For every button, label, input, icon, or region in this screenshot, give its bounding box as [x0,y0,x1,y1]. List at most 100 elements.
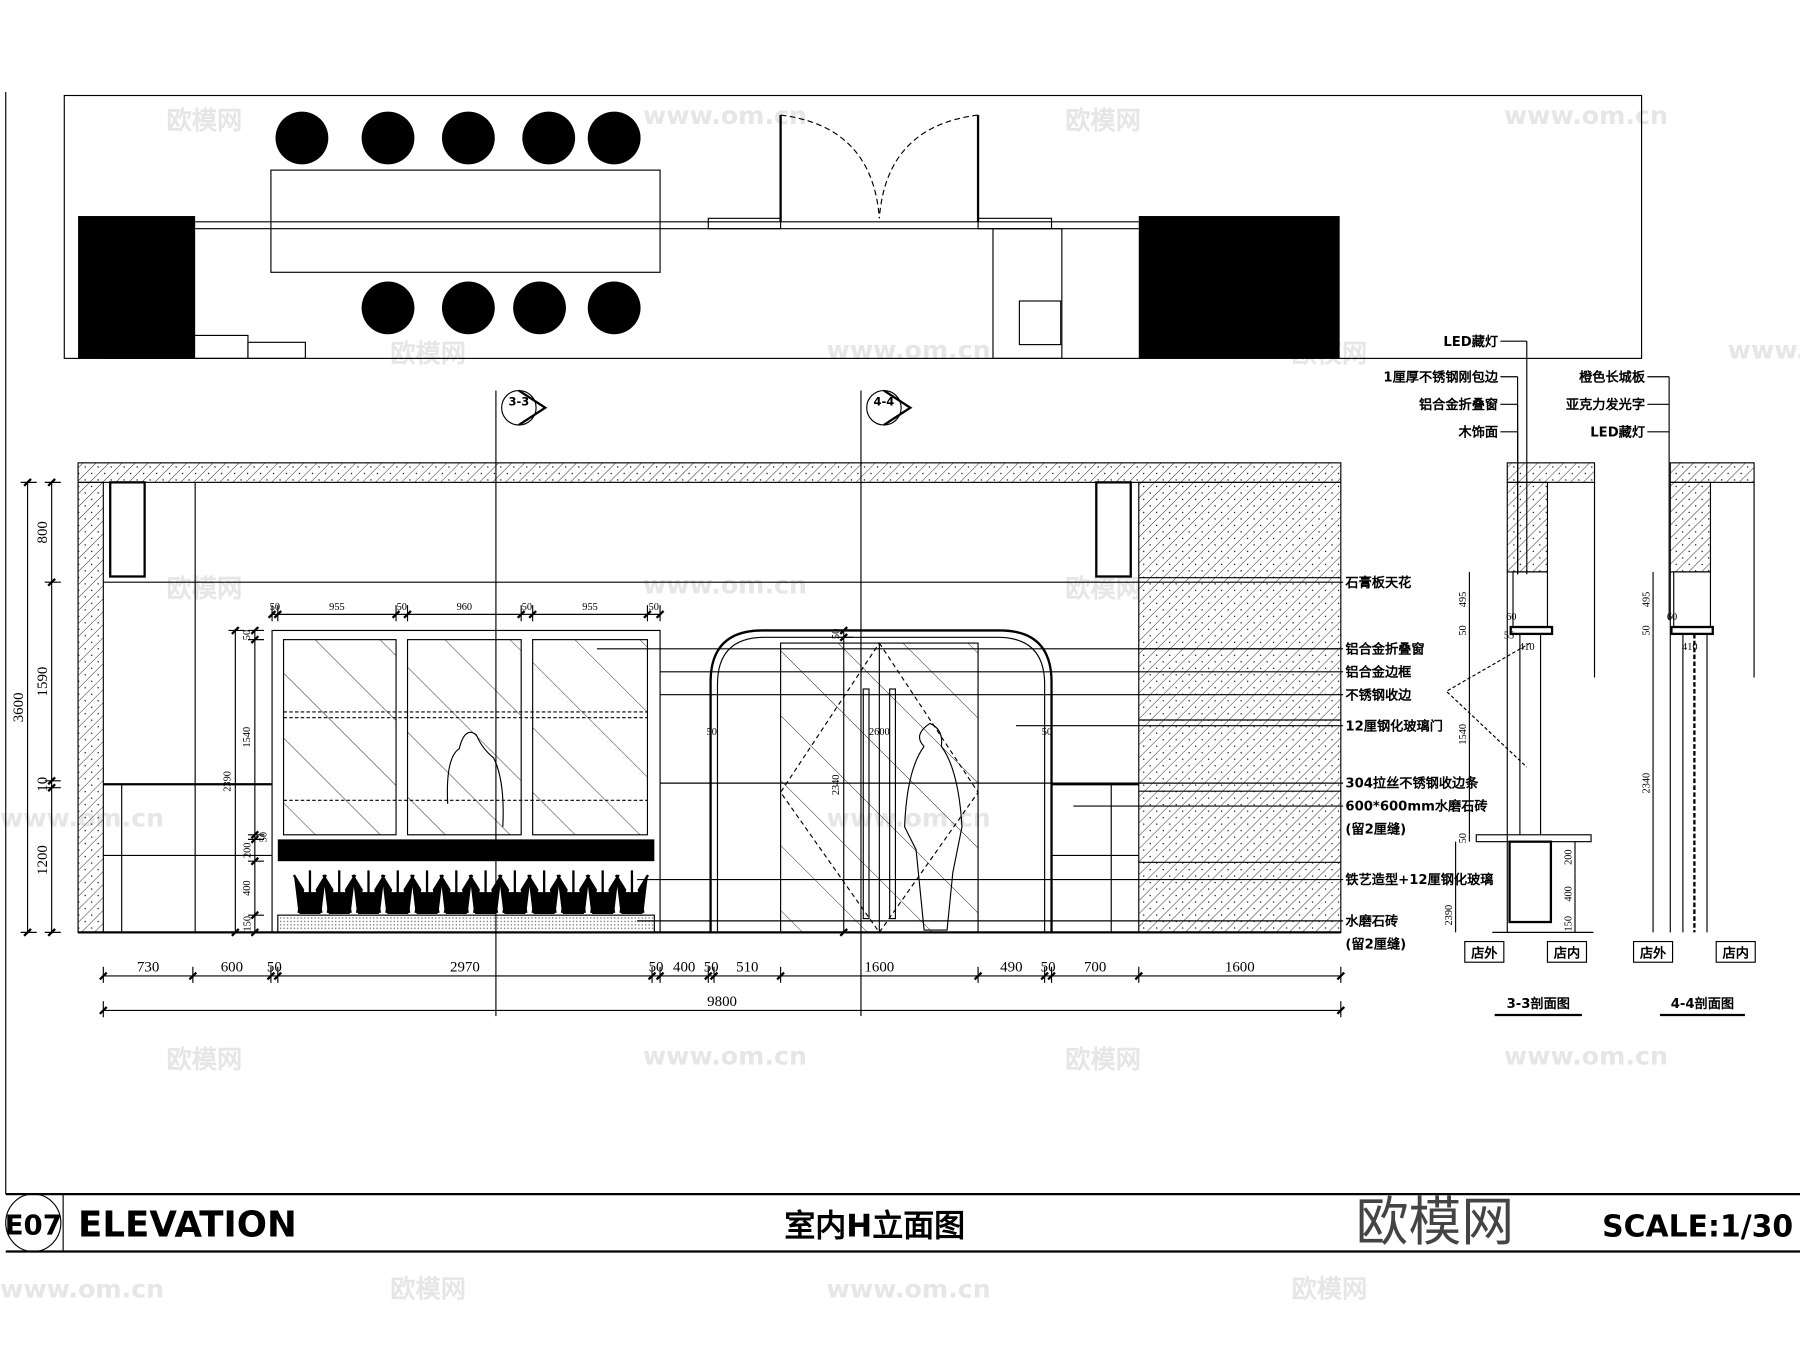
dimension-tick [250,928,260,937]
dimension-label: 2340 [831,775,842,796]
dimension-tick [839,626,849,635]
material-label: 600*600mm水磨石砖 [1345,798,1487,815]
dimension-tick [47,776,56,786]
watermark: www.om.cn [1504,101,1668,130]
section-4-4: 4-4剖面图 店外 店内 [1632,462,1756,1017]
outside-tag: 店外 [1640,945,1667,962]
dimension-tick [704,971,713,981]
watermark: www.om.cn [827,1274,991,1303]
dimension-tick [273,971,283,981]
dimension-label: 50 [242,630,253,640]
watermark: 欧模网 [390,1274,466,1303]
callout-label: 亚克力发光字 [1566,396,1645,413]
section-marker-label: 3-3 [509,394,530,408]
dimension-label: 50 [270,602,280,613]
dimension-label: 50 [522,602,532,613]
callout-label: LED藏灯 [1443,333,1498,350]
dimension-tick [231,626,240,635]
dimension-tick [273,610,283,619]
dimension-tick [528,610,537,619]
dimension-label: 1540 [1458,724,1469,745]
watermark: www.om.cn [827,335,991,364]
dimension-label: 400 [1564,886,1575,901]
material-label: 铁艺造型+12厘钢化玻璃 [1345,871,1493,888]
dimension-label: 50 [1458,625,1469,635]
dimension-label: 1590 [35,667,51,697]
dimension-tick [973,971,983,981]
watermark: 欧模网 [1291,1274,1367,1303]
dimension-tick [1040,971,1049,981]
dimension-tick [250,635,260,644]
dimension-label: 495 [1642,592,1653,607]
watermark: 欧模网 [1065,1045,1141,1074]
dimension-label: 960 [457,602,473,613]
dimension-label: 955 [582,602,598,613]
material-label: 304拉丝不锈钢收边条 [1345,775,1479,792]
plant [556,870,591,914]
plant [351,870,386,914]
drawing-title: 室内H立面图 [784,1209,965,1245]
plant [380,870,415,914]
dimension-label: 9800 [707,994,737,1010]
watermark: 欧模网 [166,1045,242,1074]
plant [527,870,562,914]
dimension-tick [231,928,240,937]
dimension-tick [1336,971,1346,981]
dimension-tick [99,971,108,981]
dimension-label: 50 [1642,625,1653,635]
dimension-label: 50 [397,602,407,613]
person-silhouette [904,722,963,931]
dimension-tick [250,830,260,840]
dimension-label: 60 [1667,612,1677,623]
dimension-tick [1336,1006,1346,1015]
dimension-label: 510 [736,959,758,975]
elevation-view [77,462,1342,934]
chairs [275,111,641,335]
dimension-tick [391,610,401,619]
inside-tag: 店内 [1554,945,1580,962]
section-callouts: LED藏灯1厘厚不锈钢刚包边铝合金折叠窗木饰面橙色长城板亚克力发光字LED藏灯4… [1383,333,1698,933]
dimension-tick [47,577,56,587]
dimension-label: 50 [1042,727,1052,738]
title-block: E07 ELEVATION 室内H立面图 欧模网 SCALE:1/30 [5,1192,1800,1253]
dimension-label: 800 [35,521,51,543]
dimension-label: 1600 [864,959,894,975]
dimension-label: 50 [707,727,717,738]
material-label: 石膏板天花 [1344,574,1411,591]
watermark: www.om.cn [1728,335,1800,364]
dimension-tick [655,971,665,981]
dimension-label: 10 [35,777,51,792]
watermark: www.om.cn [1504,1041,1668,1070]
dimension-label: 50 [267,959,282,975]
material-label: 水磨石砖 [1345,912,1398,929]
dimension-tick [47,783,56,792]
dimension-tick [250,910,260,920]
dimension-label: 3600 [11,692,27,722]
logo: 欧模网 [1356,1192,1514,1253]
elevation-labels: 石膏板天花铝合金折叠窗铝合金边框不锈钢收边12厘钢化玻璃门304拉丝不锈钢收边条… [596,574,1494,952]
dimension-label: 2340 [1642,773,1653,794]
callout-label: 橙色长城板 [1579,368,1646,385]
material-label: 铝合金边框 [1345,663,1411,680]
dimension-label: 2970 [450,959,480,975]
watermark: www.om.cn [0,1274,164,1303]
dimension-label: 200 [242,843,253,859]
dimension-tick [1134,971,1144,981]
callout-label: LED藏灯 [1590,423,1645,440]
dimension-label: 400 [242,880,253,895]
dimension-tick [839,633,849,642]
section-title: 3-3剖面图 [1507,995,1570,1012]
dimension-tick [99,1006,108,1015]
plant [614,870,650,914]
watermark: 欧模网 [1065,106,1141,135]
dimension-tick [188,971,198,981]
watermark: 欧模网 [390,339,466,368]
section-title: 4-4剖面图 [1671,995,1734,1012]
dimension-label: 2600 [869,727,890,738]
dimension-label: 730 [137,959,159,975]
scale: SCALE:1/30 [1602,1210,1793,1245]
dimension-tick [47,928,56,937]
dimension-label: 2390 [1444,905,1455,926]
